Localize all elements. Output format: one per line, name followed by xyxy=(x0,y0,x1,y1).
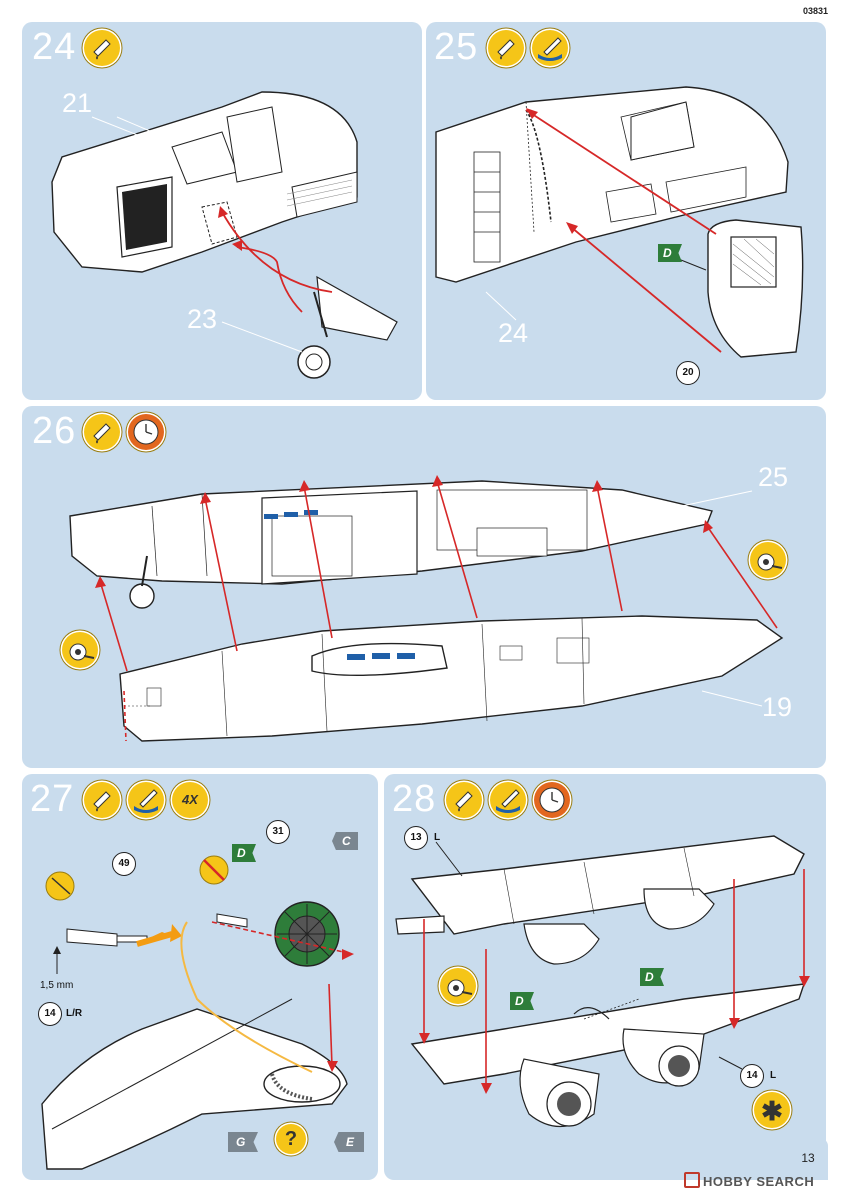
fuselage-half-drawing xyxy=(435,86,804,358)
clock-icon xyxy=(128,414,164,450)
decal-flag-d: D xyxy=(232,844,256,862)
catalog-code: 03831 xyxy=(802,6,828,16)
step-28-panel: 28 13 L 14 L D D xyxy=(384,774,826,1180)
paint-icon xyxy=(128,782,164,818)
callout-suffix-l: L xyxy=(434,832,441,843)
step-number: 27 xyxy=(30,778,75,820)
glue-icon xyxy=(446,782,482,818)
part-label-24: 24 xyxy=(498,318,529,348)
step-27-panel: 27 4X 31 49 14 L/R 1,5 mm D C G xyxy=(22,774,378,1180)
callout-49: 49 xyxy=(112,852,136,876)
tape-icon xyxy=(440,968,476,1004)
glue-icon xyxy=(84,782,120,818)
callout-31: 31 xyxy=(266,820,290,844)
dimension-label: 1,5 mm xyxy=(40,980,74,991)
engine-install-drawing xyxy=(41,855,354,1170)
part-label-21: 21 xyxy=(62,88,93,118)
callout-suffix-lr: L/R xyxy=(66,1008,83,1019)
step-number: 25 xyxy=(434,26,479,68)
decal-flag-d: D xyxy=(510,992,534,1010)
callout-13: 13 xyxy=(404,826,428,850)
callout-14: 14 xyxy=(38,1002,62,1026)
page-number: 13 xyxy=(788,1138,828,1180)
glue-icon xyxy=(84,30,120,66)
watermark-logo-icon xyxy=(684,1172,700,1188)
paint-icon xyxy=(532,30,568,66)
part-label-23: 23 xyxy=(187,304,218,334)
clock-icon xyxy=(534,782,570,818)
nav-flag-e: E xyxy=(334,1132,364,1152)
step-number: 26 xyxy=(32,410,77,452)
callout-20: 20 xyxy=(676,361,700,385)
multiplier-badge: 4X xyxy=(172,782,208,818)
fuselage-assembly-drawing xyxy=(69,475,784,742)
tape-icon xyxy=(750,542,786,578)
step-number: 24 xyxy=(32,26,77,68)
callout-14: 14 xyxy=(740,1064,764,1088)
step-26-panel: 26 xyxy=(22,406,826,768)
glue-icon xyxy=(84,414,120,450)
tape-icon xyxy=(62,632,98,668)
asterisk-icon: ✱ xyxy=(754,1092,790,1128)
cockpit-section-drawing xyxy=(51,91,398,379)
decal-flag-c: C xyxy=(332,832,358,850)
callout-suffix-l: L xyxy=(770,1070,777,1081)
part-label-25: 25 xyxy=(758,462,789,492)
glue-icon xyxy=(488,30,524,66)
decal-flag-d: D xyxy=(640,968,664,986)
step-24-panel: 24 21 23 xyxy=(22,22,422,400)
step-25-panel: 25 D 20 24 xyxy=(426,22,826,400)
part-label-19: 19 xyxy=(762,692,793,722)
decal-flag-d: D xyxy=(658,244,682,262)
paint-icon xyxy=(490,782,526,818)
watermark: HOBBY SEARCH xyxy=(684,1172,814,1189)
nav-hint-button: ? xyxy=(276,1124,306,1154)
wing-assembly-drawing xyxy=(395,835,810,1127)
nav-flag-g: G xyxy=(228,1132,258,1152)
step-number: 28 xyxy=(392,778,437,820)
